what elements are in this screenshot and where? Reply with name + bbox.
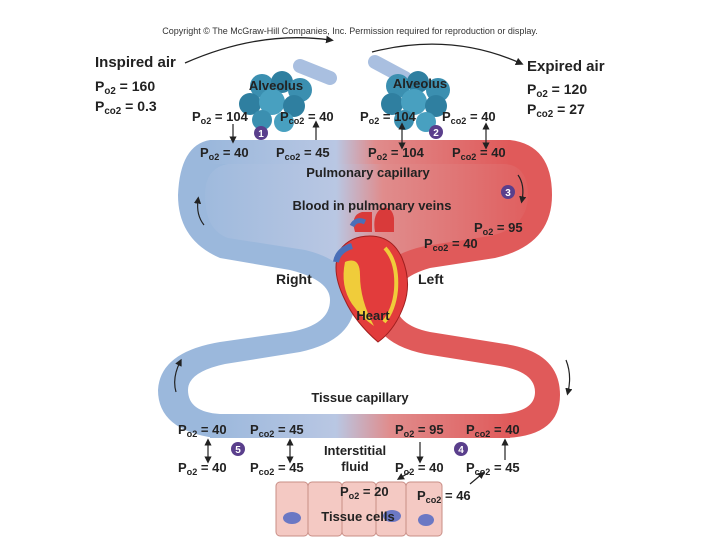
- pulmonary-capillary-label: Pulmonary capillary: [306, 165, 430, 180]
- svg-text:5: 5: [235, 445, 241, 456]
- pulmonary-capillary-in-pco2: Pco2 = 45: [276, 145, 330, 162]
- pulmonary-vein-po2: Po2 = 95: [474, 220, 523, 237]
- step-badge-1: 1: [254, 126, 268, 140]
- inspired-air-arrow: [184, 35, 334, 64]
- pulmonary-capillary-strip: [210, 140, 510, 164]
- pulmonary-vein-pco2: Pco2 = 40: [424, 236, 478, 253]
- tissue-capillary-arterial-pco2: Pco2 = 40: [466, 422, 520, 439]
- heart-illustration: [333, 207, 408, 343]
- flow-arrow-pulmonary-right: [517, 174, 527, 204]
- flow-arrow-systemic-left: [174, 358, 182, 393]
- left-side-label: Left: [418, 271, 444, 287]
- alveolus-left-po2: Po2 = 104: [192, 109, 249, 126]
- alveolus-right-label: Alveolus: [393, 76, 447, 91]
- inspired-pco2: Pco2 = 0.3: [95, 98, 157, 117]
- svg-text:3: 3: [505, 188, 511, 199]
- pulmonary-capillary-in-po2: Po2 = 40: [200, 145, 249, 162]
- interstitial-label-line2: fluid: [341, 459, 368, 474]
- interstitial-left-po2: Po2 = 40: [178, 460, 227, 477]
- tissue-cell-pco2: Pco2 = 46: [417, 488, 471, 505]
- right-side-label: Right: [276, 271, 312, 287]
- tissue-capillary-label: Tissue capillary: [311, 390, 409, 405]
- right-arterial-band: [370, 140, 560, 438]
- svg-text:4: 4: [458, 445, 464, 456]
- alveolus-left-pco2: Pco2 = 40: [280, 109, 334, 126]
- step-badge-5: 5: [231, 442, 245, 456]
- interstitial-left-pco2: Pco2 = 45: [250, 460, 304, 477]
- alveolus-left-label: Alveolus: [249, 78, 303, 93]
- tissue-capillary-venous-po2: Po2 = 40: [178, 422, 227, 439]
- tissue-capillary-venous-pco2: Pco2 = 45: [250, 422, 304, 439]
- tissue-cells-illustration: [275, 481, 443, 537]
- left-venous-band: [158, 140, 355, 438]
- flow-arrow-systemic-right: [565, 359, 573, 396]
- svg-text:2: 2: [433, 128, 439, 139]
- interstitial-label-line1: Interstitial: [324, 443, 386, 458]
- tissue-capillary-strip: [210, 414, 510, 438]
- expired-pco2: Pco2 = 27: [527, 101, 585, 120]
- inspired-air-title: Inspired air: [95, 54, 176, 71]
- step-badge-3: 3: [501, 185, 515, 199]
- tissue-cells-label: Tissue cells: [321, 509, 394, 524]
- alveolus-right-illustration: [368, 55, 450, 132]
- pulmonary-capillary-out-po2: Po2 = 104: [368, 145, 425, 162]
- tissue-cell-po2: Po2 = 20: [340, 484, 389, 501]
- step-badge-4: 4: [454, 442, 468, 456]
- heart-label: Heart: [356, 308, 390, 323]
- interstitial-right-pco2: Pco2 = 45: [466, 460, 520, 477]
- pulmonary-capillary-out-pco2: Pco2 = 40: [452, 145, 506, 162]
- tissue-capillary-arterial-po2: Po2 = 95: [395, 422, 444, 439]
- alveolus-right-pco2: Pco2 = 40: [442, 109, 496, 126]
- diffusion-arrows: [204, 120, 509, 485]
- svg-text:1: 1: [258, 129, 264, 140]
- inspired-po2: Po2 = 160: [95, 78, 155, 97]
- interstitial-right-po2: Po2 = 40: [395, 460, 444, 477]
- expired-air-arrow: [371, 43, 524, 65]
- copyright-text: Copyright © The McGraw-Hill Companies, I…: [162, 26, 537, 36]
- alveolus-left-illustration: [239, 59, 337, 132]
- expired-po2: Po2 = 120: [527, 81, 587, 100]
- flow-arrow-pulmonary-left: [193, 196, 205, 226]
- step-badge-2: 2: [429, 125, 443, 139]
- alveolus-right-po2: Po2 = 104: [360, 109, 417, 126]
- expired-air-title: Expired air: [527, 58, 605, 75]
- pulmonary-veins-label: Blood in pulmonary veins: [293, 198, 452, 213]
